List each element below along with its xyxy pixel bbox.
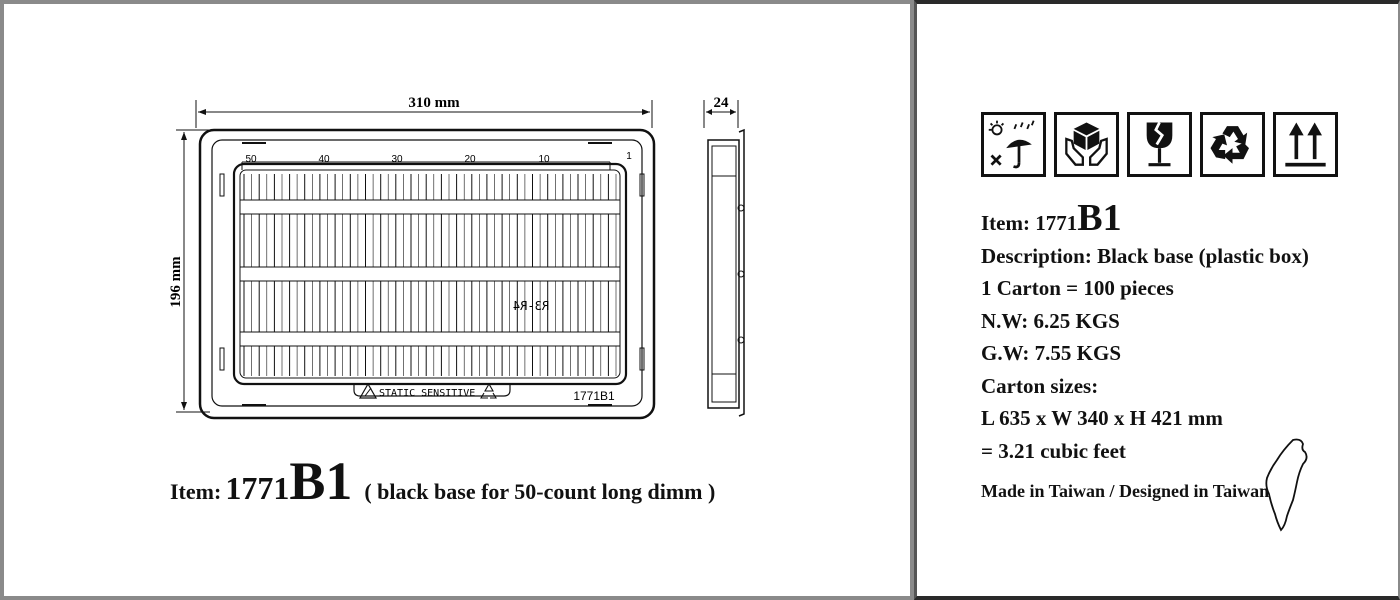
item-caption-description: ( black base for 50-count long dimm ) [364,479,716,504]
gross-weight: G.W: 7.55 KGS [981,341,1122,365]
depth-dimension: 24 [703,95,739,128]
mold-mark: R3-R4 [513,299,549,313]
ruler-label: 1 [626,151,632,162]
dimm-slots [243,174,617,376]
description-value: Black base (plastic box) [1097,243,1309,268]
description-label: Description: [981,243,1092,268]
carton-volume: = 3.21 cubic feet [981,438,1126,463]
item-row: Item: 1771B1 [981,199,1309,240]
item-caption-label: Item: [170,479,222,504]
recycle-icon [1200,112,1265,177]
carton-dimensions: L 635 x W 340 x H 421 mm [981,406,1223,430]
item-number: 1771 [1035,211,1078,235]
origin-label: Made in Taiwan / Designed in Taiwan [981,481,1270,501]
carton-qty: 1 Carton = 100 pieces [981,276,1174,300]
static-sensitive-label: STATIC SENSITIVE [379,388,475,399]
item-caption: Item: 1771B1 ( black base for 50-count l… [170,454,715,508]
recycle-mark-icon [480,382,497,399]
ruler-label: 10 [538,154,550,165]
item-caption-number: 1771 [225,470,290,506]
item-suffix: B1 [1077,197,1122,239]
this-way-up-icon [1273,112,1338,177]
ruler-label: 40 [318,154,330,165]
slot-ruler: 50 40 30 20 10 1 [245,151,632,165]
description-row: Description: Black base (plastic box) [981,240,1309,273]
net-weight: N.W: 6.25 KGS [981,308,1120,333]
technical-drawing-panel: 310 mm 24 196 mm [0,0,914,600]
ruler-label: 20 [464,154,476,165]
base-top-view [198,128,656,420]
base-side-view [707,128,745,417]
handling-icons [981,112,1338,177]
width-label: 310 mm [408,95,460,111]
taiwan-map-icon [1265,438,1308,532]
width-dimension: 310 mm [195,95,653,128]
keep-dry-icon [981,112,1046,177]
static-warning-icon [358,382,378,399]
carton-info: Item: 1771B1 Description: Black base (pl… [981,199,1309,467]
part-code-label: 1771B1 [573,389,615,403]
ruler-label: 30 [391,154,403,165]
height-label: 196 mm [168,256,184,308]
item-label: Item: [981,211,1030,235]
carton-sizes-label: Carton sizes: [981,373,1099,398]
item-caption-suffix: B1 [289,451,353,511]
ruler-label: 50 [245,154,257,165]
height-dimension: 196 mm [168,129,210,413]
fragile-icon [1127,112,1192,177]
handle-with-care-icon [1054,112,1119,177]
depth-label: 24 [714,95,730,111]
technical-drawing: 310 mm 24 196 mm [168,95,745,420]
carton-label-panel: Item: 1771B1 Description: Black base (pl… [914,0,1400,600]
